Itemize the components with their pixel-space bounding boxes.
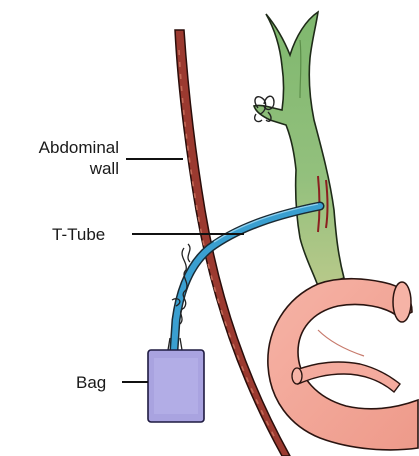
label-bag: Bag <box>76 372 106 393</box>
duodenum <box>268 279 418 450</box>
common-bile-duct <box>254 12 344 286</box>
drainage-bag <box>148 338 204 422</box>
label-abdominal-wall-line1: Abdominal <box>39 137 119 158</box>
label-t-tube: T-Tube <box>52 224 105 245</box>
label-abdominal-wall-line2: wall <box>39 158 119 179</box>
label-abdominal-wall: Abdominal wall <box>39 137 119 179</box>
